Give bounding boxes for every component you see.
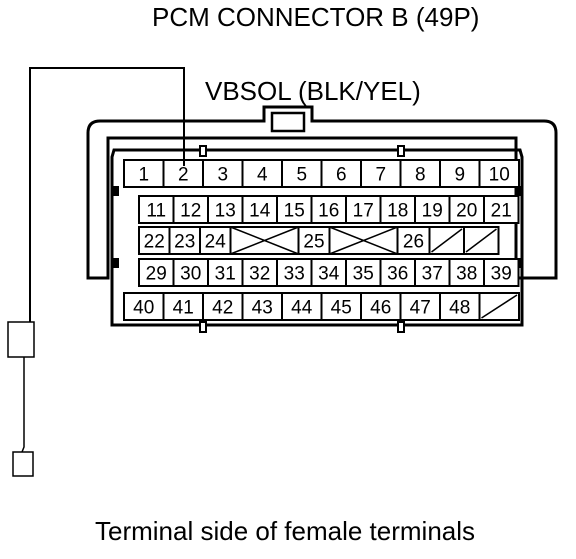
slash-mark (465, 228, 497, 253)
terminal-number: 47 (410, 298, 431, 319)
terminal-number: 29 (146, 264, 167, 285)
wire-label: VBSOL (BLK/YEL) (205, 76, 421, 106)
terminal-15 (276, 195, 313, 224)
terminal-20 (448, 195, 485, 224)
terminal-number: 4 (257, 165, 268, 186)
terminal-number: 19 (422, 201, 443, 222)
slash-mark (481, 294, 518, 319)
terminal-number: 6 (336, 165, 347, 186)
terminal-number: 2 (178, 165, 189, 186)
terminal-37 (414, 258, 451, 287)
terminal-43 (241, 292, 283, 321)
terminal-18 (379, 195, 416, 224)
connector-peg-left-lower (113, 258, 119, 268)
terminal-number: 31 (215, 264, 236, 285)
probe-wire (29, 67, 185, 322)
terminal-number: 9 (454, 165, 465, 186)
terminal-number: 14 (249, 201, 271, 222)
terminal-number: 26 (403, 232, 424, 253)
terminal-11 (138, 195, 175, 224)
terminal-17 (345, 195, 382, 224)
terminal-number: 25 (303, 232, 324, 253)
terminal-42 (202, 292, 244, 321)
terminal-22 (138, 226, 171, 255)
terminal-41 (162, 292, 204, 321)
terminal-number: 44 (291, 298, 313, 319)
terminal-number: 1 (138, 165, 149, 186)
terminal-number: 40 (133, 298, 154, 319)
terminal-number: 42 (212, 298, 233, 319)
terminal-31 (207, 258, 244, 287)
diagram-caption: Terminal side of female terminals (95, 516, 476, 546)
terminal-38 (448, 258, 485, 287)
terminal-10 (478, 159, 520, 188)
terminal-number: 13 (215, 201, 236, 222)
connector-notch-bottom-left (199, 321, 207, 333)
page-title: PCM CONNECTOR B (49P) (152, 2, 480, 32)
connector-notch-bottom-right (397, 321, 405, 333)
terminal-number: 8 (415, 165, 426, 186)
terminal-number: 37 (422, 264, 443, 285)
terminal-number: 46 (370, 298, 391, 319)
terminal-number: 38 (456, 264, 477, 285)
terminal-number: 21 (491, 201, 512, 222)
connector-housing-outer (86, 105, 558, 280)
terminal-number: 17 (353, 201, 374, 222)
terminal-number: 33 (284, 264, 305, 285)
terminal-number: 35 (353, 264, 374, 285)
terminal-number: 24 (205, 232, 227, 253)
terminal-32 (241, 258, 278, 287)
connector-notch-top-left (199, 145, 207, 157)
terminal-number: 11 (146, 201, 166, 222)
terminal-number: 34 (318, 264, 340, 285)
slash-mark (431, 228, 463, 253)
terminal-45 (320, 292, 362, 321)
terminal-number: 12 (180, 201, 201, 222)
terminal-21 (483, 195, 520, 224)
terminal-13 (207, 195, 244, 224)
terminal-number: 23 (174, 232, 195, 253)
terminal-number: 22 (144, 232, 165, 253)
terminal-6 (320, 159, 362, 188)
terminal-number: 36 (387, 264, 408, 285)
probe-connector-lower (12, 451, 34, 477)
terminal-number: 30 (180, 264, 201, 285)
probe-wire-bend (21, 440, 25, 453)
terminal-number: 43 (252, 298, 273, 319)
terminal-40 (123, 292, 165, 321)
terminal-14 (241, 195, 278, 224)
terminal-number: 16 (318, 201, 339, 222)
terminal-number: 10 (489, 165, 510, 186)
terminal-number: 15 (284, 201, 305, 222)
connector-body (110, 148, 524, 327)
connector-latch (270, 111, 306, 133)
terminal-number: 32 (249, 264, 270, 285)
terminal-number: 3 (217, 165, 228, 186)
terminal-number: 45 (331, 298, 352, 319)
terminal-39 (483, 258, 520, 287)
probe-connector-upper (7, 321, 35, 358)
terminal-number: 39 (491, 264, 512, 285)
connector-peg-right (516, 186, 522, 196)
connector-peg-left (113, 186, 119, 196)
terminal-number: 48 (449, 298, 470, 319)
terminal-36 (379, 258, 416, 287)
terminal-number: 7 (375, 165, 386, 186)
terminal-number: 18 (387, 201, 408, 222)
terminal-number: 20 (456, 201, 477, 222)
cross-mark (329, 226, 398, 255)
cross-mark (230, 226, 299, 255)
terminal-number: 41 (173, 298, 194, 319)
terminal-16 (310, 195, 347, 224)
connector-notch-top-right (397, 145, 405, 157)
terminal-number: 5 (296, 165, 307, 186)
